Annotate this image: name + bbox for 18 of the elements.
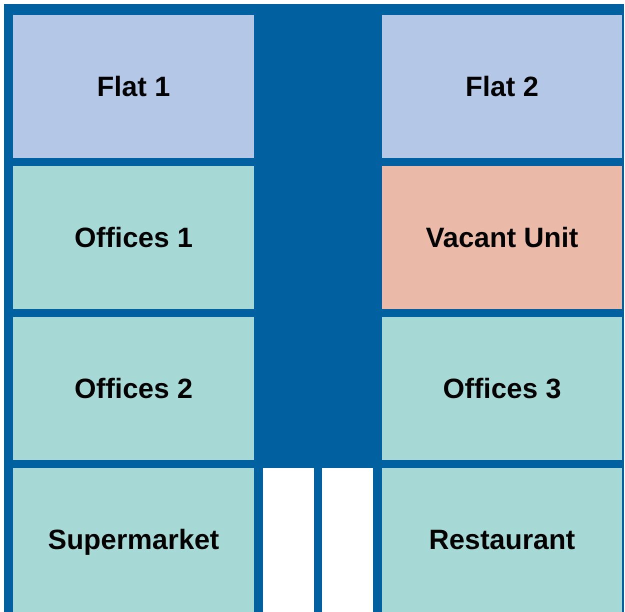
floor-unit [13, 468, 254, 612]
unit-label: Flat 2 [465, 70, 539, 102]
floor-unit [13, 317, 254, 460]
unit-label: Supermarket [48, 524, 220, 556]
unit-label: Offices 1 [74, 222, 193, 254]
floor-unit [382, 468, 622, 612]
entrance-opening [322, 468, 373, 612]
floor-unit [382, 317, 622, 460]
unit-label: Vacant Unit [426, 222, 578, 254]
unit-label: Offices 2 [74, 372, 193, 404]
unit-label: Restaurant [428, 524, 576, 556]
unit-label: Flat 1 [96, 70, 170, 102]
unit-label: Offices 3 [442, 372, 562, 404]
floor-unit [382, 15, 622, 158]
floor-unit [13, 15, 254, 158]
floor-unit [13, 166, 254, 309]
floor-unit [382, 166, 622, 309]
entrance-opening [263, 468, 314, 612]
